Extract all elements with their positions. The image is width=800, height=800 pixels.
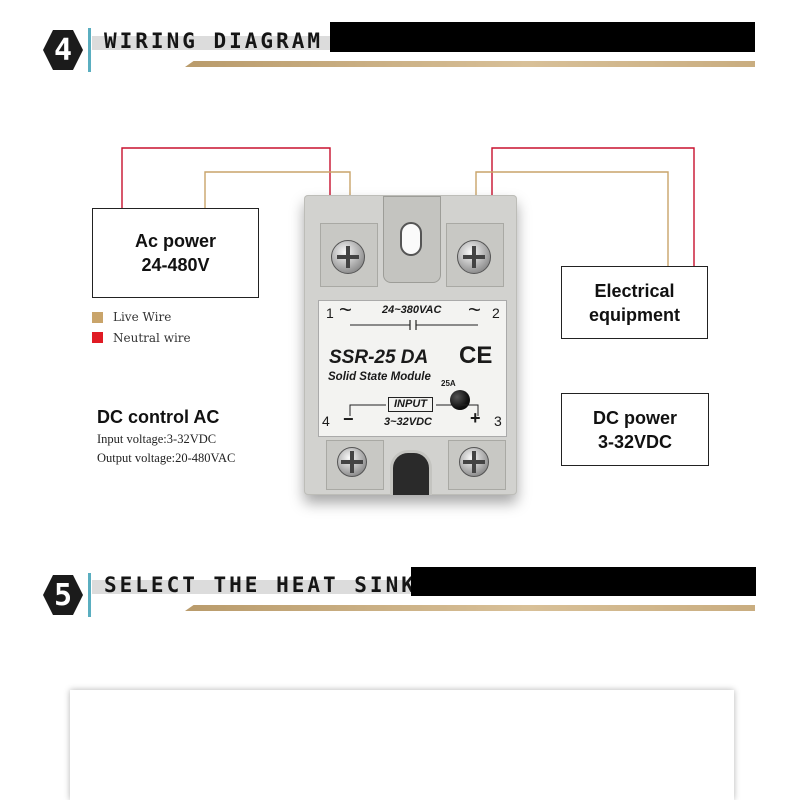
section-4-accent	[88, 28, 91, 72]
ac-circuit-line	[350, 320, 478, 330]
screw-terminal-1	[331, 240, 365, 274]
mounting-hole-top	[400, 222, 422, 256]
terminal-3-number: 3	[494, 413, 502, 429]
section-4-grey-bar	[92, 36, 334, 50]
neutral-wire-right	[491, 147, 695, 266]
section-5-accent	[88, 573, 91, 617]
minus-sign: −	[343, 409, 354, 429]
terminal-1-number: 1	[326, 305, 334, 321]
input-label: INPUT	[388, 397, 433, 412]
ac-power-box: Ac power 24-480V	[92, 208, 259, 298]
live-wire-left	[204, 171, 351, 208]
live-wire-right	[475, 171, 669, 266]
tilde-right: ~	[468, 297, 481, 322]
neutral-wire-swatch	[92, 332, 103, 343]
input-voltage-text: Input voltage:3-32VDC	[97, 432, 217, 446]
live-wire-swatch	[92, 312, 103, 323]
section-5-black-bar	[411, 567, 756, 596]
model-name: SSR-25 DA	[329, 347, 429, 368]
neutral-wire-left	[121, 147, 331, 208]
ce-mark: CE	[459, 342, 493, 369]
plus-sign: +	[470, 408, 481, 428]
section-5-gold-bar	[185, 605, 755, 611]
section-4-number: 4	[53, 32, 73, 68]
terminal-2-number: 2	[492, 305, 500, 321]
screw-terminal-4	[337, 447, 367, 477]
mounting-slot-bottom	[390, 450, 432, 495]
dc-power-box: DC power 3-32VDC	[561, 393, 709, 466]
ac-rating: 24~380VAC	[382, 304, 442, 316]
dc-power-voltage: 3-32VDC	[597, 431, 673, 452]
section-4-gold-bar	[185, 61, 755, 67]
ac-power-label: Ac power	[134, 231, 217, 251]
screw-terminal-2	[457, 240, 491, 274]
dc-rating: 3~32VDC	[384, 416, 433, 428]
electrical-equipment-box: Electrical equipment	[561, 266, 708, 339]
section-5-number: 5	[53, 577, 73, 613]
module-subtitle: Solid State Module	[328, 371, 431, 383]
heat-sink-card	[70, 690, 734, 800]
section-4-black-bar	[330, 22, 755, 52]
section-5-title: SELECT THE HEAT SINK	[104, 573, 417, 597]
section-5-badge: 5	[43, 575, 83, 615]
live-wire-legend: Live Wire	[113, 310, 172, 324]
output-voltage-text: Output voltage:20-480VAC	[97, 451, 236, 465]
terminal-4-number: 4	[322, 413, 330, 429]
current-rating: 25A	[441, 379, 456, 388]
tilde-left: ~	[339, 297, 352, 322]
electrical-equipment-line2: equipment	[588, 304, 680, 325]
dc-control-title: DC control AC	[97, 407, 220, 427]
ac-power-voltage: 24-480V	[141, 255, 210, 275]
section-4-title: WIRING DIAGRAM	[104, 29, 324, 53]
electrical-equipment-line1: Electrical	[594, 280, 675, 301]
screw-terminal-3	[459, 447, 489, 477]
dc-circuit-line	[349, 404, 479, 416]
section-5-grey-bar	[92, 580, 412, 594]
dc-power-label: DC power	[592, 407, 677, 428]
wiring-lines	[121, 147, 695, 266]
neutral-wire-legend: Neutral wire	[113, 331, 191, 345]
